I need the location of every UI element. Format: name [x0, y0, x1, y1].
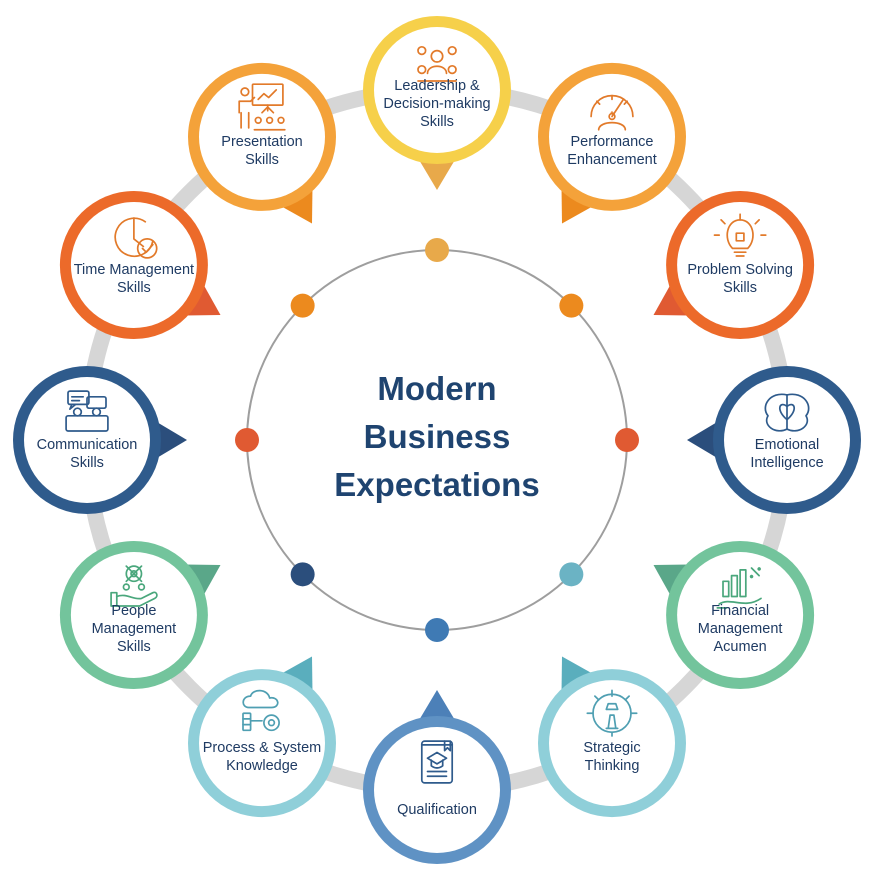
process-cloud-icon	[242, 689, 280, 732]
connector-dot	[290, 562, 315, 587]
skill-label-line: Process & System	[203, 740, 321, 756]
skill-label-line: Management	[92, 621, 177, 637]
node-inner	[70, 202, 197, 328]
connector-dot	[559, 562, 584, 587]
skill-label-line: People	[111, 603, 156, 619]
people-care-icon	[110, 565, 158, 607]
skill-label-line: Skills	[117, 280, 151, 296]
skill-label-line: Skills	[723, 280, 757, 296]
skill-label-line: Intelligence	[750, 455, 823, 471]
chat-people-icon	[65, 390, 109, 432]
skill-label-line: Emotional	[755, 437, 819, 453]
skill-label-line: Leadership &	[394, 78, 480, 94]
clock-check-icon	[114, 217, 158, 259]
node-inner	[677, 202, 804, 328]
skill-label-line: Skills	[117, 639, 151, 655]
skill-label-line: Problem Solving	[687, 262, 793, 278]
skill-label-line: Management	[698, 621, 783, 637]
chess-gear-icon	[586, 689, 638, 737]
skill-label-line: Skills	[420, 114, 454, 130]
connector-dot	[290, 293, 315, 318]
node-inner	[374, 27, 500, 153]
skill-label-line: Presentation	[221, 134, 302, 150]
title-line-1: Modern	[377, 370, 496, 407]
node-inner	[549, 680, 675, 807]
finance-chart-icon	[716, 567, 762, 609]
connector-dot	[615, 428, 639, 452]
skill-label-line: Time Management	[74, 262, 194, 278]
skill-label-line: Performance	[570, 134, 653, 150]
skill-label-line: Skills	[245, 152, 279, 168]
skill-label-line: Financial	[711, 603, 769, 619]
node-inner	[70, 552, 197, 678]
connector-dot	[425, 618, 449, 642]
skill-label-line: Enhancement	[567, 152, 656, 168]
skill-label-line: Decision-making	[383, 96, 490, 112]
connector-dot	[559, 293, 584, 318]
node-inner	[549, 73, 675, 200]
node-inner	[199, 680, 325, 807]
skill-nodes: Leadership &Decision-makingSkillsPerform…	[13, 16, 861, 864]
skill-label-line: Thinking	[585, 758, 640, 774]
node-inner	[724, 377, 850, 503]
certificate-icon	[420, 740, 454, 784]
node-inner	[677, 552, 804, 678]
presenter-board-icon	[238, 83, 286, 131]
brain-heart-icon	[764, 393, 810, 432]
connector-dots	[235, 238, 639, 642]
skill-label-line: Skills	[70, 455, 104, 471]
node-inner	[24, 377, 150, 503]
skill-node-qualification: Qualification	[363, 690, 511, 864]
gauge-icon	[590, 94, 634, 131]
lightbulb-puzzle-icon	[713, 213, 767, 257]
node-inner	[374, 727, 500, 853]
center-circle: Modern Business Expectations	[246, 249, 628, 631]
title-line-3: Expectations	[334, 466, 539, 503]
skill-label-line: Qualification	[397, 802, 477, 818]
node-inner	[199, 73, 325, 200]
title-line-2: Business	[364, 418, 511, 455]
skill-label-line: Acumen	[714, 639, 767, 655]
team-leader-icon	[417, 45, 457, 82]
skill-label-line: Communication	[37, 437, 138, 453]
connector-dot	[235, 428, 259, 452]
skill-label-line: Knowledge	[226, 758, 298, 774]
skill-label-line: Strategic	[583, 740, 640, 756]
connector-dot	[425, 238, 449, 262]
